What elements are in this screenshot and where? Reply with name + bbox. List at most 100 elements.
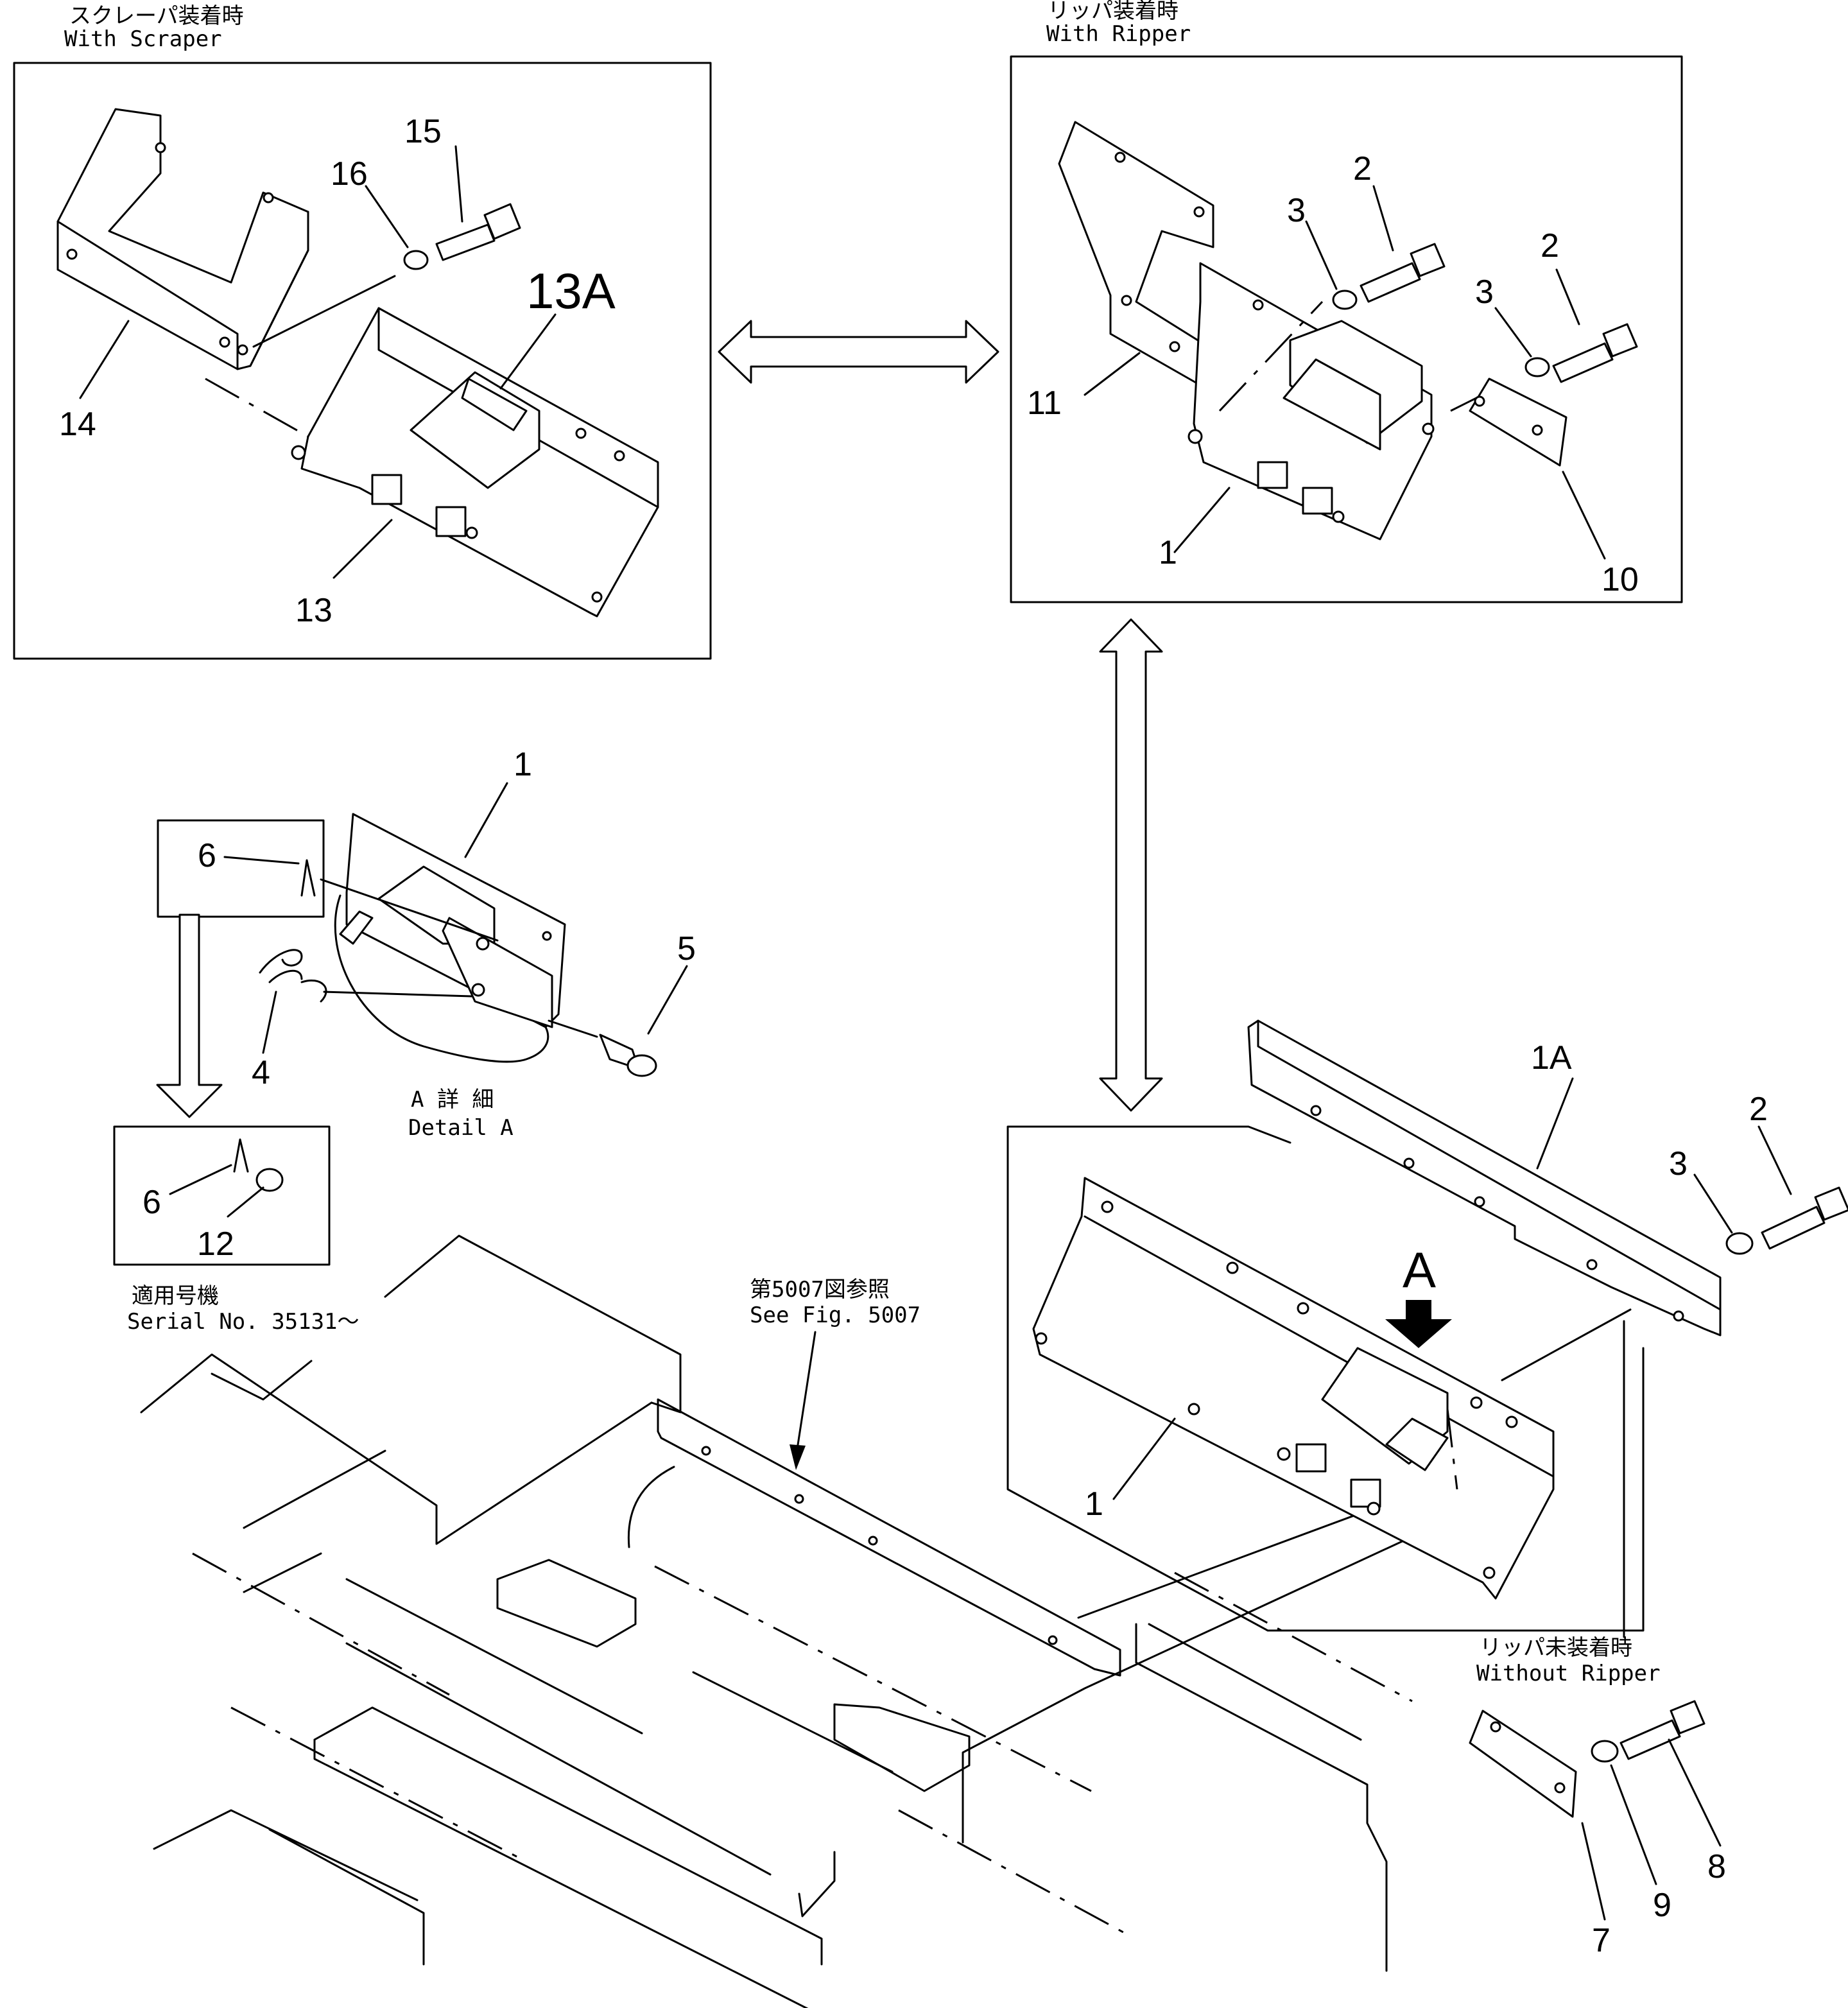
callout-15: 15 (404, 113, 442, 150)
with-ripper-panel: リッパ装着時 With Ripper (1010, 0, 1683, 603)
callout-3b: 3 (1475, 273, 1494, 311)
rail-fold (1257, 1019, 1722, 1311)
leader (320, 878, 499, 942)
hole (1226, 1261, 1239, 1274)
callout-1-main: 1 (1085, 1485, 1103, 1523)
ripper-caption-jp: リッパ装着時 (1048, 0, 1179, 24)
hole (1121, 295, 1132, 306)
ripper-bracket-11 (1058, 121, 1214, 386)
hole (591, 591, 603, 603)
body-outline (243, 1450, 894, 1876)
hole (1532, 424, 1543, 436)
washer-3 (1332, 290, 1358, 310)
detail-a: 1 6 5 4 A 詳 細 Detail A (156, 746, 696, 1141)
hole (1673, 1310, 1684, 1322)
latch-tab (461, 377, 528, 431)
detail-catch (442, 917, 553, 1028)
leader (79, 320, 130, 399)
hidden-lines (192, 1552, 1413, 1934)
leader (1494, 307, 1532, 358)
detail-caption-jp: A 詳 細 (411, 1087, 494, 1112)
hole (1483, 1566, 1496, 1579)
callout-4: 4 (252, 1054, 270, 1091)
hole (1474, 395, 1485, 407)
callout-1a: 1A (1531, 1039, 1572, 1077)
leader (1668, 1738, 1722, 1847)
bolt-head (1670, 1700, 1706, 1735)
callout-2: 2 (1353, 150, 1372, 187)
split-pin-6 (300, 859, 316, 897)
plate-fold (377, 307, 659, 508)
bolt-head (483, 203, 521, 240)
detail-caption-en: Detail A (408, 1115, 514, 1141)
callout-10: 10 (1602, 561, 1639, 598)
hole (575, 428, 587, 439)
hole (1367, 1502, 1381, 1516)
scraper-frame (13, 62, 712, 660)
center-line (1218, 300, 1324, 412)
hole (219, 336, 230, 348)
body-outline (211, 1360, 313, 1401)
serial-inset: 6 12 適用号機 Serial No. 35131～ (113, 1125, 359, 1335)
window (1295, 1443, 1327, 1473)
leader (332, 519, 393, 579)
callout-3: 3 (1287, 192, 1306, 229)
leader (1305, 220, 1338, 290)
leader (1173, 487, 1231, 553)
leader (499, 313, 557, 390)
swap-arrow-vertical (1099, 618, 1163, 1112)
bolt-2 (1552, 342, 1614, 383)
callout-1: 1 (1159, 534, 1177, 571)
body-outline (798, 1851, 836, 1917)
leader (1562, 471, 1606, 560)
body-outline (140, 1353, 653, 1545)
hole (701, 1446, 711, 1456)
hole (1193, 206, 1205, 218)
body-outline (313, 1706, 823, 2008)
main-plate-1 (1032, 1177, 1555, 1600)
leader (464, 782, 508, 858)
spring-4 (259, 949, 327, 1003)
callout-8: 8 (1707, 1848, 1726, 1885)
hole (794, 1494, 804, 1504)
leader (1693, 1173, 1733, 1234)
hole (1297, 1302, 1309, 1315)
hole (1403, 1157, 1415, 1169)
bolt-15 (435, 223, 496, 261)
bolt-head (1410, 243, 1446, 277)
callout-6: 6 (198, 837, 216, 874)
plate-7 (1469, 1709, 1577, 1818)
leader (365, 185, 409, 248)
serial-frame (113, 1125, 331, 1266)
without-ripper: リッパ未装着時 Without Ripper 7 9 8 (1469, 1320, 1726, 1959)
leader (548, 1019, 598, 1038)
leader (1536, 1077, 1574, 1170)
detail-outline (334, 894, 549, 1063)
hole (1101, 1200, 1114, 1213)
window (371, 474, 402, 505)
callout-16: 16 (331, 155, 368, 193)
leader (454, 145, 463, 223)
callout-5: 5 (677, 930, 696, 967)
hole (1310, 1105, 1322, 1116)
scraper-bracket-edge (56, 211, 309, 370)
leader (1555, 268, 1580, 325)
hole (868, 1536, 878, 1546)
leader (169, 1164, 232, 1195)
fig-reference: 第5007図参照 See Fig. 5007 (750, 1277, 920, 1470)
plate-fold (1084, 1215, 1555, 1478)
body-outline (1135, 1623, 1388, 1972)
detail-tab (339, 910, 374, 945)
leader (252, 275, 396, 348)
ripper-latch (1282, 358, 1381, 451)
hole (1554, 1782, 1566, 1794)
scraper-bracket-14 (56, 108, 309, 370)
split-pin-6 (233, 1138, 249, 1173)
fig-leader (795, 1331, 816, 1458)
bolt-head (1602, 323, 1638, 358)
hole (291, 445, 306, 460)
detail-inset-frame (157, 819, 325, 918)
callout-2-main: 2 (1749, 1091, 1768, 1128)
hole (237, 344, 248, 356)
